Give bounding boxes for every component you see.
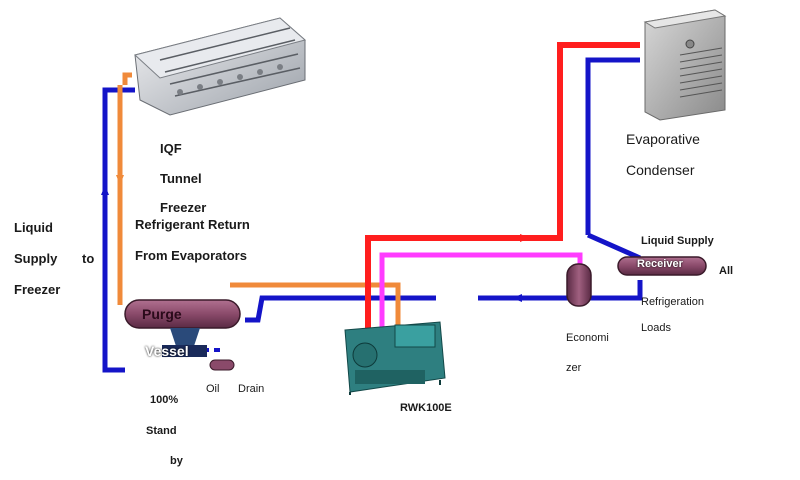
- label-all: All: [719, 265, 734, 277]
- label-from-evaporators: From Evaporators: [135, 248, 247, 263]
- economizer-vessel: [566, 263, 592, 307]
- evaporative-condenser-image: [643, 9, 727, 121]
- label-economizer-2: zer: [566, 362, 582, 374]
- discharge-line: [365, 42, 640, 330]
- label-vessel-top: Purge: [142, 306, 182, 322]
- label-supply-left: Supply: [14, 251, 58, 266]
- receiver-vessel: [617, 256, 707, 276]
- label-tunnel: Tunnel: [160, 171, 202, 186]
- label-liquid-left: Liquid: [14, 220, 53, 235]
- label-drain: Drain: [238, 383, 265, 395]
- label-liquid-supply-right: Liquid Supply: [641, 235, 714, 247]
- flow-arrow-orange: [116, 175, 124, 185]
- label-compressor-model: RWK100E: [400, 402, 452, 414]
- liquid-line-main: [245, 57, 643, 323]
- label-freezer: Freezer: [160, 200, 207, 215]
- label-stand: Stand: [146, 425, 177, 437]
- label-to-left: to: [82, 251, 95, 266]
- label-oil: Oil: [206, 383, 220, 395]
- label-loads: Loads: [641, 322, 671, 331]
- flow-arrows: [101, 185, 522, 302]
- label-freezer-left: Freezer: [14, 282, 61, 297]
- suction-line: [117, 72, 401, 330]
- economizer-line: [379, 252, 583, 330]
- label-standby-percent: 100%: [150, 394, 179, 406]
- iqf-tunnel-freezer-image: [133, 17, 307, 116]
- label-receiver: Receiver: [637, 258, 683, 270]
- label-refrigerant-return: Refrigerant Return: [135, 217, 250, 232]
- label-evaporative: Evaporative: [626, 131, 700, 147]
- label-economizer-1: Economi: [566, 332, 609, 344]
- label-by: by: [170, 455, 183, 467]
- label-refrigeration: Refrigeration: [641, 296, 704, 308]
- flow-arrow-red: [520, 234, 530, 242]
- oil-drain-pot: [209, 359, 235, 371]
- purge-vessel: [124, 299, 241, 357]
- compressor-package: [344, 321, 446, 395]
- label-condenser: Condenser: [626, 162, 695, 178]
- label-vessel-bottom: Vessel: [145, 343, 189, 359]
- label-iqf: IQF: [160, 141, 182, 156]
